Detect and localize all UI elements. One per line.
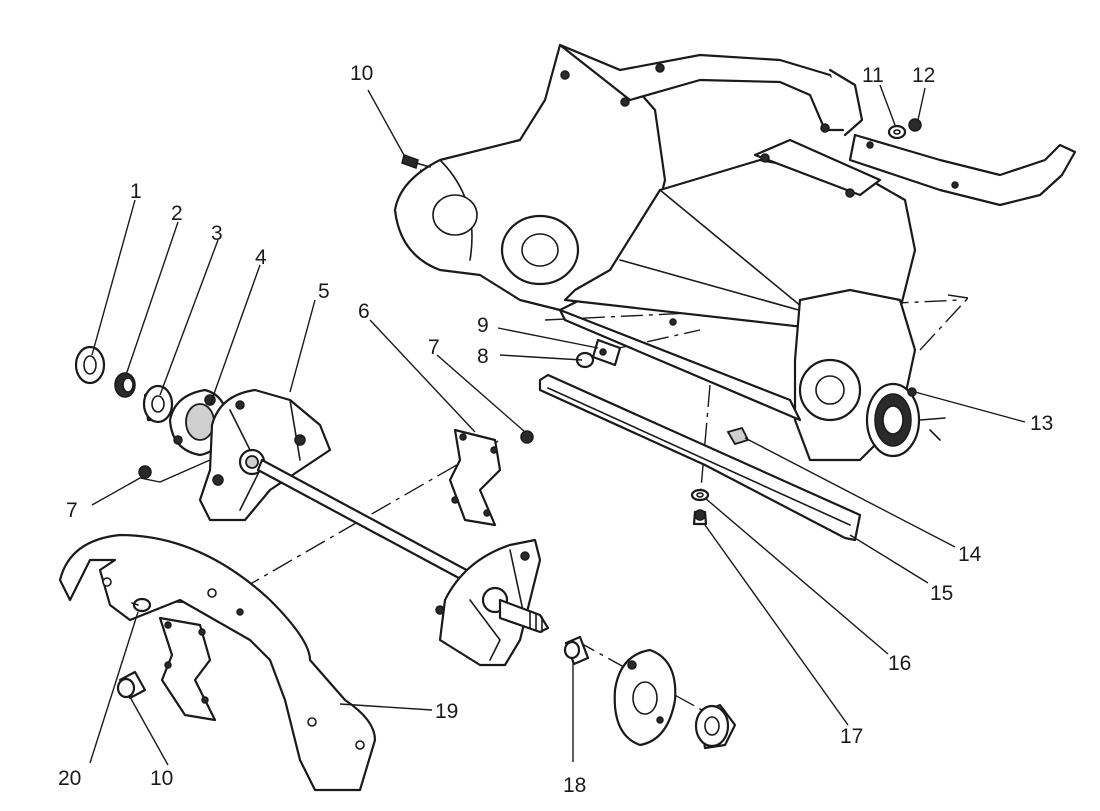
auger-half-5 [198,388,332,522]
fasteners-16-17 [690,488,710,526]
callout-15: 15 [930,582,953,605]
nut-washer-11-12 [887,118,922,140]
right-bearing-plate [865,294,969,458]
plate-left-bottom [158,608,244,722]
callout-16: 16 [888,652,911,675]
scraper-bar [538,373,862,542]
bearing-right [694,703,737,750]
bearing-3 [142,384,174,424]
auger-half-right [435,538,550,667]
leader-lines [89,84,1026,766]
callout-7-upper: 7 [428,336,440,359]
callout-1: 1 [130,180,142,203]
bolt-10-bottom [116,670,147,700]
callout-8: 8 [477,345,489,368]
callout-2: 2 [171,202,183,225]
bracket-9 [575,318,677,369]
callout-17: 17 [840,725,863,748]
callout-4: 4 [255,246,267,269]
bushing-2 [114,372,136,398]
callout-labels: 1 2 3 4 5 6 7 7 8 9 10 10 11 12 13 14 15… [58,62,1053,797]
callout-11: 11 [862,64,884,87]
auger-housing [393,43,1077,462]
bolt-10-top [401,154,431,169]
washer-1 [74,345,106,385]
callout-12: 12 [912,64,935,87]
callout-5: 5 [318,280,330,303]
callout-3: 3 [211,222,223,245]
callout-20: 20 [58,767,81,790]
callout-7-lower: 7 [66,499,78,522]
washer-20 [131,597,152,613]
callout-10-bottom: 10 [150,767,173,790]
callout-18: 18 [563,774,586,797]
shroud-19 [58,533,377,792]
callout-9: 9 [477,314,489,337]
callout-14: 14 [958,543,982,566]
callout-10-top: 10 [350,62,373,85]
callout-13: 13 [1030,412,1053,435]
spacer-18 [563,635,590,666]
nut-7-left [138,465,152,479]
plate-6 [448,428,534,527]
callout-19: 19 [435,700,458,723]
flange-right [613,648,677,747]
callout-6: 6 [358,300,370,323]
